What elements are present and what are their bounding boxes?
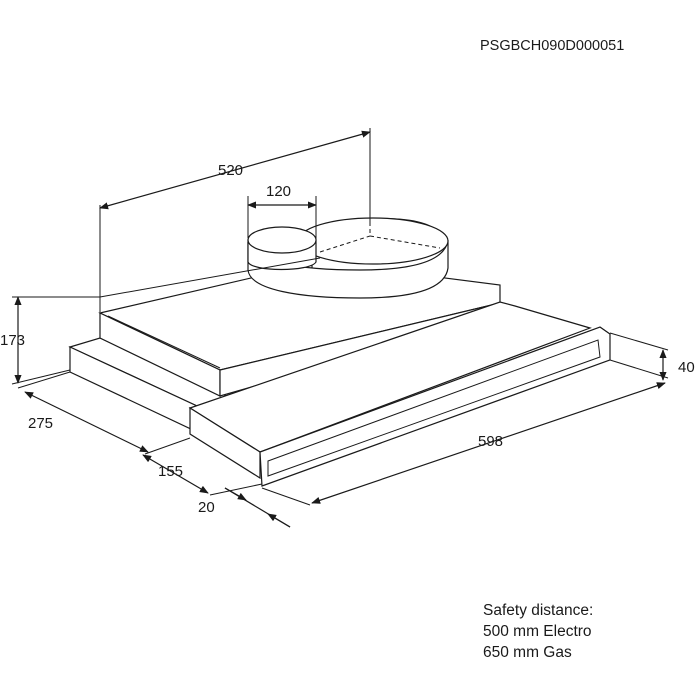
- safety-note-title: Safety distance:: [483, 602, 594, 619]
- safety-note-gas: 650 mm Gas: [483, 644, 572, 661]
- dim-label-total-width: 520: [218, 162, 243, 179]
- safety-note-electro: 500 mm Electro: [483, 623, 592, 640]
- dim-20-arrow-a: [224, 487, 247, 501]
- dim-173-ext-bottom: [11, 369, 71, 385]
- dim-275-line: [24, 391, 149, 453]
- drawer-left: [189, 406, 261, 480]
- dim-label-front-offset: 20: [198, 499, 215, 516]
- dim-173-ext-upper: [99, 257, 321, 298]
- dim-label-height: 173: [0, 332, 25, 349]
- duct-adapter: [247, 217, 449, 299]
- dim-275-ext-left: [17, 371, 71, 389]
- dim-label-front-height: 40: [678, 359, 695, 376]
- safety-distance-note: Safety distance: 500 mm Electro 650 mm G…: [483, 600, 593, 663]
- hidden-edge-line: [319, 235, 371, 253]
- dim-155-line: [142, 454, 209, 494]
- dim-label-front-width: 598: [478, 433, 503, 450]
- dim-label-duct-diameter: 120: [266, 183, 291, 200]
- duct-collar-top: [247, 226, 317, 254]
- dim-155-ext-right: [209, 483, 263, 496]
- dim-20-arrow-b: [267, 513, 291, 528]
- dim-598-ext-right: [609, 359, 669, 379]
- housing-edge: [107, 315, 221, 369]
- dim-275-ext-right: [144, 437, 191, 455]
- dim-label-depth: 275: [28, 415, 53, 432]
- dim-520-line: [99, 130, 371, 210]
- product-code: PSGBCH090D000051: [480, 38, 624, 54]
- front-panel-corner: [599, 326, 611, 335]
- dim-label-extension: 155: [158, 463, 183, 480]
- dim-598-ext-left: [261, 487, 311, 506]
- plenum-side: [247, 239, 449, 299]
- dimension-lines: [11, 128, 669, 528]
- plenum-ellipse: [297, 217, 449, 265]
- front-panel-inset: [267, 339, 601, 477]
- dim-598-line: [311, 382, 666, 504]
- dim-40-ext-top: [609, 332, 669, 351]
